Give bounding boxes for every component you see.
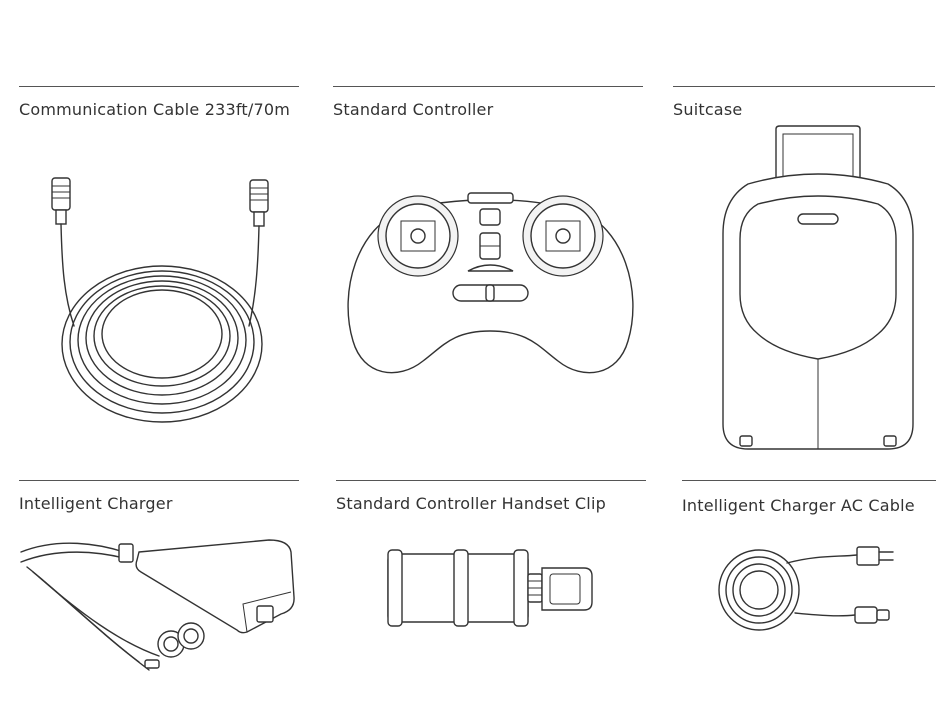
item-title: Standard Controller Handset Clip: [336, 494, 606, 513]
item-title: Suitcase: [673, 100, 742, 119]
divider-line: [673, 86, 935, 87]
divider-line: [336, 480, 646, 481]
item-ac-cable: Intelligent Charger AC Cable: [682, 480, 936, 710]
item-title: Intelligent Charger AC Cable: [682, 496, 915, 515]
divider-line: [19, 86, 299, 87]
divider-line: [333, 86, 643, 87]
item-suitcase: Suitcase: [673, 86, 935, 456]
item-title: Standard Controller: [333, 100, 493, 119]
ac-cable-icon: [717, 545, 917, 635]
item-title: Intelligent Charger: [19, 494, 173, 513]
item-title: Communication Cable 233ft/70m: [19, 100, 290, 119]
divider-line: [19, 480, 299, 481]
divider-line: [682, 480, 936, 481]
standard-controller-icon: [343, 191, 638, 386]
handset-clip-icon: [386, 550, 606, 630]
item-handset-clip: Standard Controller Handset Clip: [336, 480, 646, 710]
item-standard-controller: Standard Controller: [333, 86, 643, 456]
communication-cable-icon: [44, 176, 284, 426]
item-intelligent-charger: Intelligent Charger: [19, 480, 299, 710]
suitcase-icon: [718, 124, 918, 454]
item-communication-cable: Communication Cable 233ft/70m: [19, 86, 299, 456]
intelligent-charger-icon: [19, 532, 299, 682]
